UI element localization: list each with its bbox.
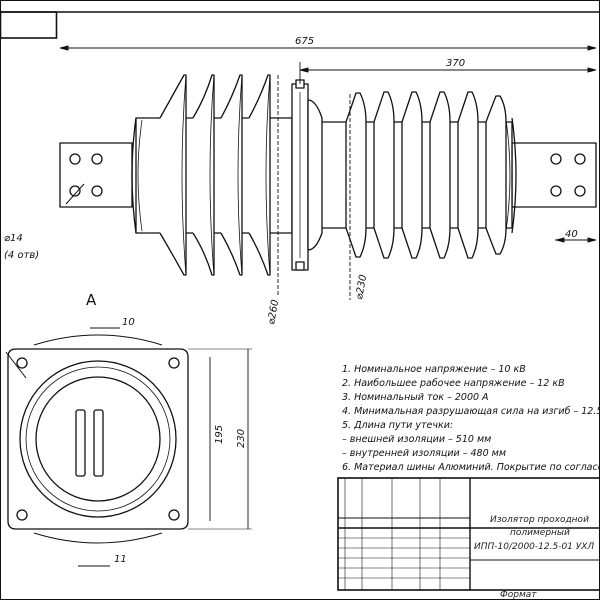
- title-block: [337, 477, 600, 591]
- dim-bolt-spacing: 195: [214, 425, 225, 444]
- view-a: [5, 334, 189, 544]
- note-line-5: 5. Длина пути утечки:: [342, 420, 453, 431]
- note-line-8: 6. Материал шины Алюминий. Покрытие по с…: [342, 462, 600, 473]
- side-view-dimensions: [59, 45, 597, 300]
- left-busbar-terminal: [59, 142, 133, 208]
- side-view: [59, 74, 597, 276]
- note-line-2: 2. Наибольшее рабочее напряжение – 12 кВ: [342, 378, 565, 389]
- format-label: Формат: [500, 590, 537, 600]
- designation: ИПП-10/2000-12.5-01 УХЛ: [474, 542, 594, 552]
- note-line-1: 1. Номинальное напряжение – 10 кВ: [342, 364, 526, 375]
- title-line-1: Изолятор проходной: [490, 515, 589, 525]
- dim-diameter-left: ⌀260: [266, 299, 281, 326]
- view-label: А: [86, 291, 97, 309]
- dim-flange-size: 230: [236, 429, 247, 448]
- right-busbar-terminal: [511, 142, 597, 208]
- mounting-flange: [291, 79, 323, 271]
- note-line-7: – внутренней изоляции – 480 мм: [342, 448, 506, 459]
- dim-overall-length: 675: [295, 36, 314, 47]
- note-line-3: 3. Номинальный ток – 2000 А: [342, 392, 489, 403]
- dim-diameter-right: ⌀230: [354, 274, 369, 301]
- note-line-4: 4. Минимальная разрушающая сила на изгиб…: [342, 406, 600, 417]
- dim-offset-bottom: 11: [114, 554, 127, 565]
- technical-notes: 1. Номинальное напряжение – 10 кВ 2. Наи…: [342, 364, 600, 473]
- dim-hole-dia: ⌀14: [4, 233, 23, 244]
- dim-flange-thickness: 10: [122, 317, 135, 328]
- dim-terminal-width: 40: [565, 229, 578, 240]
- dim-hole-count: (4 отв): [4, 250, 39, 261]
- view-a-dimensions: [78, 327, 252, 567]
- title-line-2: полимерный: [510, 528, 570, 538]
- note-line-6: – внешней изоляции – 510 мм: [342, 434, 491, 445]
- left-sheds: [159, 74, 271, 276]
- dim-right-part: 370: [446, 58, 465, 69]
- right-sheds: [345, 91, 507, 259]
